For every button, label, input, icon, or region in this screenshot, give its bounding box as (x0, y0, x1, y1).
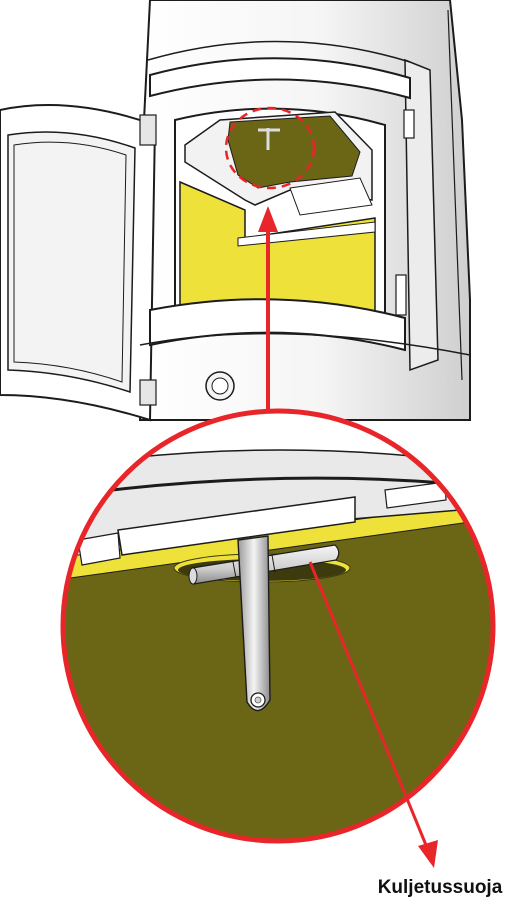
firebox-floor-olive (227, 115, 361, 189)
callout-arrow (308, 561, 438, 868)
open-door (0, 104, 157, 422)
magnifier-detail-circle (60, 408, 496, 844)
callout-label: Kuljetussuoja (377, 877, 503, 898)
detail-pointer-arrow (258, 206, 278, 420)
transport-protection-pin (188, 535, 340, 712)
firebox-interior (174, 107, 386, 332)
stove-overview (0, 0, 471, 422)
dashed-circle-marker (224, 106, 316, 190)
